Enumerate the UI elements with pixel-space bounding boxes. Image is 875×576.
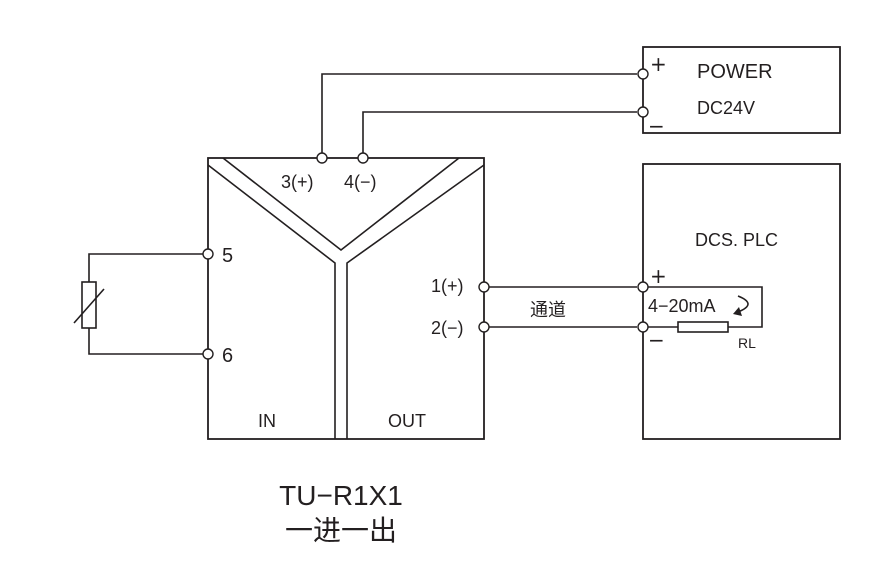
terminal-5: [202, 248, 214, 260]
divider-top-branch: [222, 157, 460, 252]
pin1-label: 1(+): [431, 276, 464, 296]
pin2-label: 2(−): [431, 318, 464, 338]
dcs-box: [642, 163, 841, 440]
terminal-power-minus: [637, 106, 649, 118]
pin4-label: 4(−): [344, 172, 377, 192]
dcs-minus-sign: −: [648, 328, 665, 352]
model-subtitle: 一进一出: [285, 515, 397, 546]
load-resistor: [677, 321, 729, 333]
module-box: [207, 157, 485, 440]
current-label: 4−20mA: [648, 296, 716, 316]
channel-label: 通道: [530, 300, 566, 320]
current-arrow-head: [733, 307, 742, 316]
current-arrow-arc: [737, 295, 749, 313]
resistor-body: [81, 281, 97, 329]
resistor-variable-arrow: [73, 288, 105, 324]
wire-input-6: [88, 328, 208, 355]
dcs-plc: DCS. PLC + − 4−20mA RL: [642, 163, 841, 440]
wire-power-positive: [321, 73, 637, 158]
resistor-label: RL: [738, 335, 756, 351]
terminals: [202, 68, 649, 360]
terminal-dcs-plus: [637, 281, 649, 293]
terminal-4: [357, 152, 369, 164]
terminal-dcs-minus: [637, 321, 649, 333]
power-plus-sign: +: [650, 52, 667, 76]
terminal-power-plus: [637, 68, 649, 80]
loop-wire-right: [643, 286, 763, 328]
wire-power-negative: [362, 111, 637, 158]
power-minus-sign: −: [648, 114, 665, 138]
dcs-title: DCS. PLC: [695, 230, 778, 250]
power-voltage: DC24V: [697, 98, 755, 118]
divider-right-branch: [346, 164, 485, 439]
divider-left-branch: [207, 164, 336, 439]
model-name: TU−R1X1: [279, 480, 403, 511]
power-box: [642, 46, 841, 134]
terminal-2: [478, 321, 490, 333]
wire-input-5: [88, 253, 208, 282]
terminal-6: [202, 348, 214, 360]
pin6-label: 6: [222, 345, 233, 367]
power-title: POWER: [697, 61, 773, 83]
terminal-3: [316, 152, 328, 164]
isolator-module: 3(+) 4(−) 5 6 1(+) 2(−) IN OUT: [207, 157, 485, 440]
pin5-label: 5: [222, 245, 233, 267]
in-label: IN: [258, 411, 276, 431]
power-supply: POWER DC24V + −: [642, 46, 841, 138]
rtd-sensor: [73, 253, 208, 355]
dcs-plus-sign: +: [650, 264, 667, 288]
out-label: OUT: [388, 411, 426, 431]
pin3-label: 3(+): [281, 172, 314, 192]
terminal-1: [478, 281, 490, 293]
